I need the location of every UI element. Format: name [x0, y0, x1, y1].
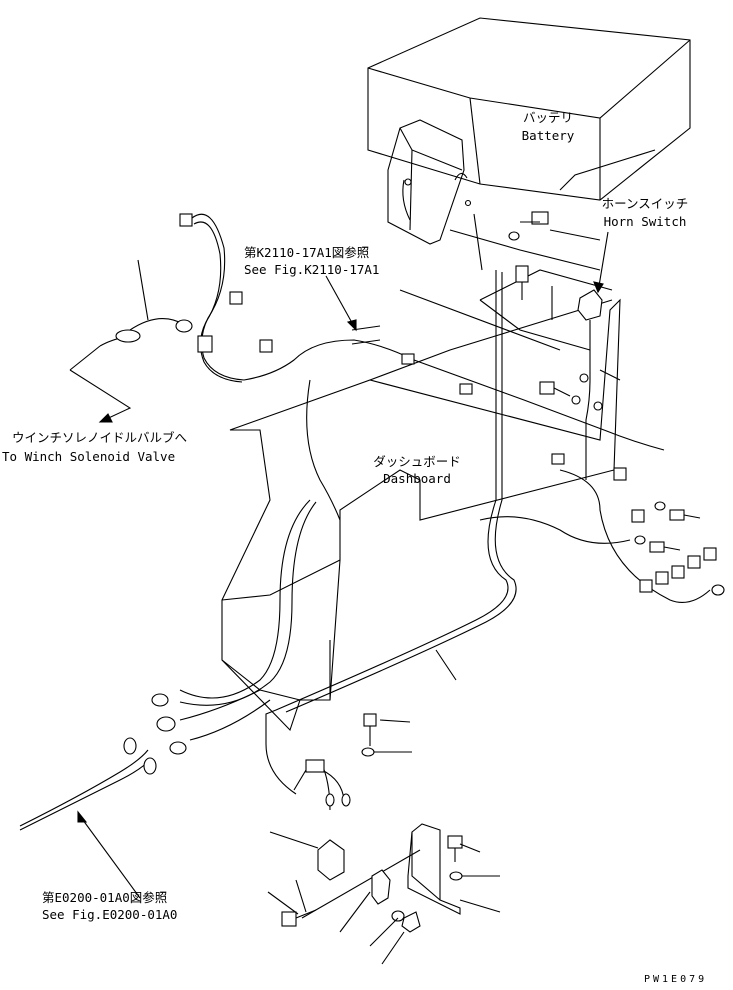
connectors: [115, 213, 725, 807]
horn-switch-label-en: Horn Switch: [603, 214, 687, 229]
battery-box: [367, 17, 691, 201]
hardware: [281, 211, 701, 933]
ref-k2110-label-jp: 第K2110-17A1図参照: [244, 245, 370, 260]
dashboard-label-jp: ダッシュボード: [373, 454, 461, 469]
bracket: [301, 823, 461, 919]
winch-label-en: To Winch Solenoid Valve: [2, 449, 176, 464]
horn-switch-label-jp: ホーンスイッチ: [601, 196, 689, 211]
drawing-code: PW1E079: [644, 974, 708, 985]
horn-switch: [515, 265, 603, 480]
winch-label-jp: ウインチソレノイドルバルブへ: [12, 430, 188, 445]
dashboard-panel: [221, 269, 621, 732]
battery-label-jp: バッテリ: [522, 110, 573, 125]
wire-harness: [19, 213, 711, 831]
dashboard-label-en: Dashboard: [383, 471, 451, 486]
battery-label-en: Battery: [521, 128, 575, 143]
ref-k2110-label-en: See Fig.K2110-17A1: [244, 262, 380, 277]
ref-e0200-label-jp: 第E0200-01A0図参照: [42, 890, 168, 905]
leader-lines: [69, 213, 621, 965]
battery-terminal-cover: [387, 119, 472, 245]
ref-e0200-label-en: See Fig.E0200-01A0: [42, 907, 178, 922]
